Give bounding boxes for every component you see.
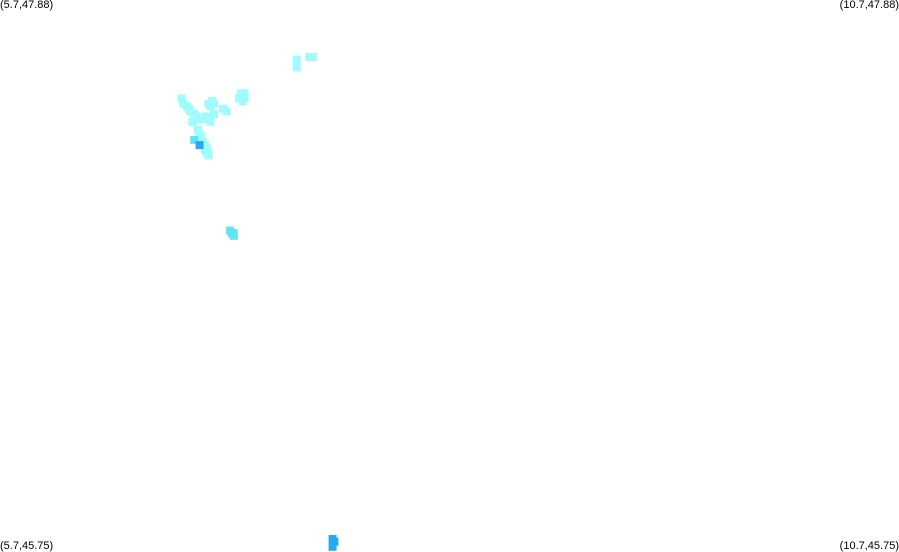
map-patch: [188, 117, 197, 126]
map-patch: [236, 89, 245, 98]
patch-series-3: [195, 141, 339, 551]
map-patch: [308, 53, 317, 61]
corner-label-top-left: (5.7,47.88): [0, 0, 54, 11]
map-patch: [206, 117, 215, 126]
map-patch: [210, 110, 218, 118]
map-patch: [193, 125, 202, 134]
patch-series-2: [190, 135, 238, 240]
map-patch: [222, 107, 231, 116]
patch-series-1: [177, 53, 317, 160]
map-patch: [197, 133, 206, 142]
map-patch: [177, 94, 186, 103]
map-patch: [240, 94, 249, 103]
map-patch: [292, 63, 301, 72]
corner-label-bottom-left: (5.7,45.75): [0, 540, 54, 552]
map-patch: [229, 231, 238, 240]
map-patch: [190, 135, 199, 144]
map-patch: [204, 112, 213, 121]
corner-label-top-right: (10.7,47.88): [839, 0, 899, 11]
map-patch: [328, 542, 337, 551]
map-patch: [204, 151, 213, 160]
map-patch: [292, 55, 301, 64]
map-patch: [195, 141, 204, 150]
corner-label-bottom-right: (10.7,45.75): [839, 540, 899, 552]
map-patch: [330, 537, 339, 546]
map-patch: [210, 99, 218, 108]
